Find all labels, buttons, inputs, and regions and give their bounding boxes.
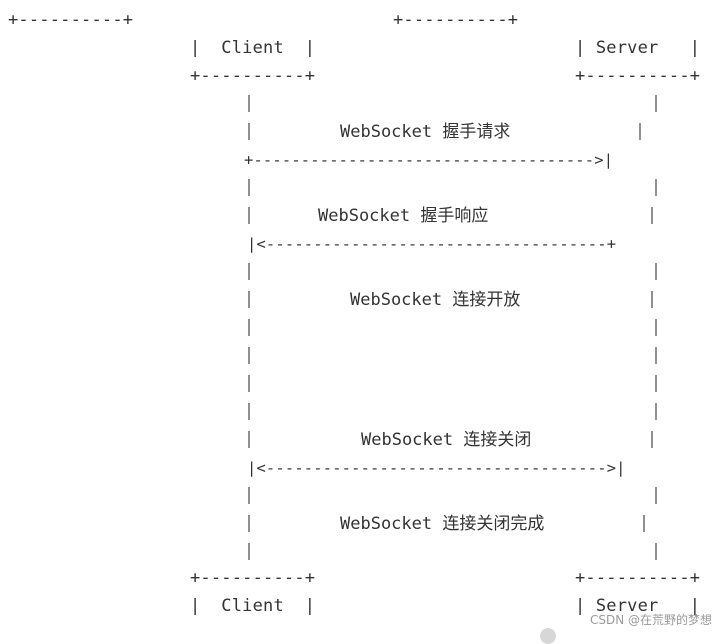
- connection-open-label: WebSocket 连接开放: [350, 290, 521, 310]
- handshake-response-arrow: |<------------------------------------+: [247, 235, 617, 253]
- server-bottom-box-label: | Server |: [575, 596, 701, 616]
- client-bottom-box-border-top: +----------+: [190, 568, 316, 588]
- handshake-response-label: WebSocket 握手响应: [318, 206, 489, 226]
- server-bottom-box-border-top: +----------+: [575, 568, 701, 588]
- client-box-label: | Client |: [190, 38, 316, 58]
- handshake-request-label: WebSocket 握手请求: [340, 122, 511, 142]
- top-middle-box-edge: +----------+: [393, 10, 519, 30]
- watermark: CSDN @在荒野的梦想: [589, 613, 712, 627]
- top-left-box-edge: +----------+: [8, 10, 134, 30]
- client-box-border-bottom: +----------+: [190, 66, 316, 86]
- client-bottom-box-label: | Client |: [190, 596, 316, 616]
- server-box-label: | Server |: [575, 38, 701, 58]
- connection-close-done-label: WebSocket 连接关闭完成: [340, 514, 545, 534]
- scroll-indicator: [540, 628, 556, 644]
- connection-close-label: WebSocket 连接关闭: [361, 430, 532, 450]
- connection-close-arrow: |<------------------------------------>|: [247, 459, 626, 477]
- server-box-border-bottom: +----------+: [575, 66, 701, 86]
- handshake-request-arrow: +------------------------------------>|: [244, 151, 614, 169]
